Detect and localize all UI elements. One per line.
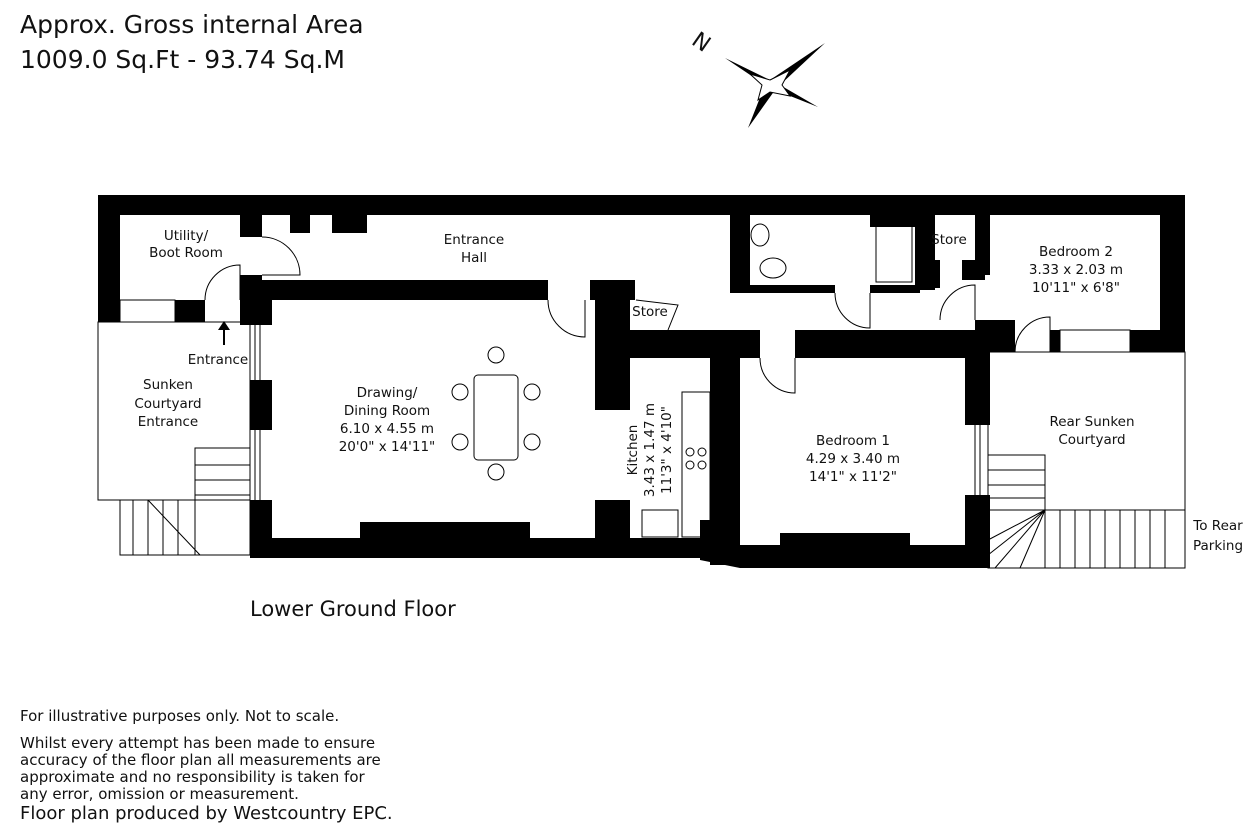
front-courtyard-label-2: Courtyard xyxy=(134,396,201,412)
bedroom1-dim-ft: 14'1" x 11'2" xyxy=(809,469,897,485)
drawing-dim-ft: 20'0" x 14'11" xyxy=(339,439,436,455)
rear-parking-label: To Rear xyxy=(1192,518,1243,534)
disclaimer-body-4: any error, omission or measurement. xyxy=(20,785,299,803)
area-value: 1009.0 Sq.Ft - 93.74 Sq.M xyxy=(20,45,345,74)
bedroom2-dim-m: 3.33 x 2.03 m xyxy=(1029,262,1123,278)
room-labels: Utility/ Boot Room Entrance Hall Entranc… xyxy=(134,228,1243,554)
floor-name: Lower Ground Floor xyxy=(250,597,456,621)
rear-courtyard-label-2: Courtyard xyxy=(1058,432,1125,448)
compass-icon: N xyxy=(687,28,825,128)
stair-treads xyxy=(132,464,1166,568)
front-courtyard-label-3: Entrance xyxy=(138,414,199,430)
disclaimer-body-3: approximate and no responsibility is tak… xyxy=(20,768,365,786)
rear-courtyard-label: Rear Sunken xyxy=(1049,414,1134,430)
front-courtyard-label: Sunken xyxy=(143,377,193,393)
disclaimer-line1: For illustrative purposes only. Not to s… xyxy=(20,707,340,725)
north-label: N xyxy=(687,28,715,58)
utility-label: Utility/ xyxy=(164,228,209,244)
outlines xyxy=(97,219,1186,569)
drawing-label: Drawing/ xyxy=(357,385,418,401)
store-label-2: Store xyxy=(931,232,967,248)
drawing-dim-m: 6.10 x 4.55 m xyxy=(340,421,434,437)
bedroom2-dim-ft: 10'11" x 6'8" xyxy=(1032,280,1120,296)
disclaimer-body-1: Whilst every attempt has been made to en… xyxy=(20,734,376,752)
kitchen-dim-m: 3.43 x 1.47 m xyxy=(642,403,658,497)
credit: Floor plan produced by Westcountry EPC. xyxy=(20,803,393,824)
bedroom1-label: Bedroom 1 xyxy=(816,433,890,449)
bedroom2-label: Bedroom 2 xyxy=(1039,244,1113,260)
kitchen-label: Kitchen xyxy=(625,425,641,476)
bedroom1-dim-m: 4.29 x 3.40 m xyxy=(806,451,900,467)
utility-label-2: Boot Room xyxy=(149,245,223,261)
walls xyxy=(98,195,1185,568)
disclaimer-body-2: accuracy of the floor plan all measureme… xyxy=(20,751,381,769)
area-title: Approx. Gross internal Area xyxy=(20,10,364,39)
hall-label-2: Hall xyxy=(461,250,487,266)
store-label: Store xyxy=(632,304,668,320)
rear-parking-label-2: Parking xyxy=(1193,538,1243,554)
hall-label: Entrance xyxy=(444,232,505,248)
entrance-arrow-icon xyxy=(218,321,230,345)
drawing-label-2: Dining Room xyxy=(344,403,430,419)
kitchen-dim-ft: 11'3" x 4'10" xyxy=(659,406,675,494)
entrance-label: Entrance xyxy=(188,352,249,368)
